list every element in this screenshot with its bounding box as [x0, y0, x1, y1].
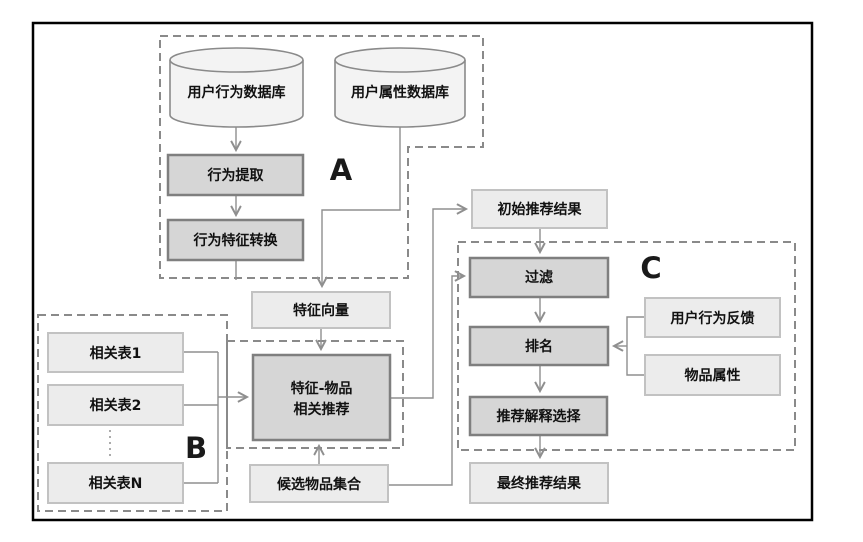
outer-frame	[31, 21, 814, 522]
node-ranking-label: 排名	[525, 338, 553, 355]
node-initial-result: 初始推荐结果	[471, 189, 608, 229]
database-cylinder-top-icon	[169, 47, 304, 73]
node-feature-item-recommend: 特征-物品 相关推荐	[251, 353, 392, 442]
node-related-table-n-label: 相关表N	[89, 475, 143, 492]
node-candidate-item-set: 候选物品集合	[249, 464, 389, 503]
node-final-result: 最终推荐结果	[469, 462, 609, 504]
edge-featureitem-to-initialresult	[390, 209, 466, 399]
node-behavior-feature-conversion-label: 行为特征转换	[193, 232, 279, 249]
node-feature-vector-label: 特征向量	[293, 302, 349, 319]
edge-candidates-to-filter	[388, 276, 464, 486]
node-ranking: 排名	[468, 325, 610, 367]
node-user-attr-db-label: 用户属性数据库	[351, 84, 449, 101]
group-c-label: C	[640, 251, 661, 285]
node-explanation-selection-label: 推荐解释选择	[497, 408, 582, 425]
node-user-behavior-db-label: 用户行为数据库	[188, 84, 286, 101]
node-filter: 过滤	[468, 256, 610, 299]
node-user-attr-db: 用户属性数据库	[334, 47, 466, 128]
node-related-table-2-label: 相关表2	[90, 397, 142, 414]
node-behavior-extraction: 行为提取	[166, 153, 305, 197]
database-cylinder-top-icon	[334, 47, 466, 73]
node-explanation-selection: 推荐解释选择	[468, 395, 609, 437]
node-behavior-extraction-label: 行为提取	[207, 167, 265, 184]
node-user-feedback: 用户行为反馈	[644, 297, 781, 338]
node-related-table-1: 相关表1	[47, 332, 184, 373]
database-cylinder-icon	[334, 60, 466, 128]
node-user-behavior-db: 用户行为数据库	[169, 47, 304, 128]
node-feature-item-recommend-label-line1: 特征-物品	[291, 380, 353, 397]
node-user-feedback-label: 用户行为反馈	[671, 310, 755, 327]
database-cylinder-icon	[169, 60, 304, 128]
node-item-attributes: 物品属性	[644, 354, 781, 396]
node-feature-item-recommend-label-line2: 相关推荐	[294, 401, 350, 418]
node-candidate-item-set-label: 候选物品集合	[277, 476, 362, 493]
node-final-result-label: 最终推荐结果	[497, 475, 582, 492]
node-feature-vector: 特征向量	[251, 291, 391, 329]
node-related-table-1-label: 相关表1	[90, 345, 142, 362]
edge-relatedtables-bus	[183, 351, 219, 484]
node-related-table-n: 相关表N	[47, 462, 184, 504]
node-initial-result-label: 初始推荐结果	[498, 201, 583, 218]
edge-feedback-attr-merge	[626, 316, 645, 376]
node-related-table-2: 相关表2	[47, 384, 184, 426]
group-a-outline	[159, 35, 484, 279]
node-behavior-feature-conversion: 行为特征转换	[166, 218, 305, 262]
node-item-attributes-label: 物品属性	[685, 367, 741, 384]
group-a-label: A	[330, 153, 353, 187]
node-filter-label: 过滤	[525, 269, 553, 286]
edge-attrdb-to-featurevector	[322, 127, 401, 286]
group-b-label: B	[185, 431, 207, 465]
